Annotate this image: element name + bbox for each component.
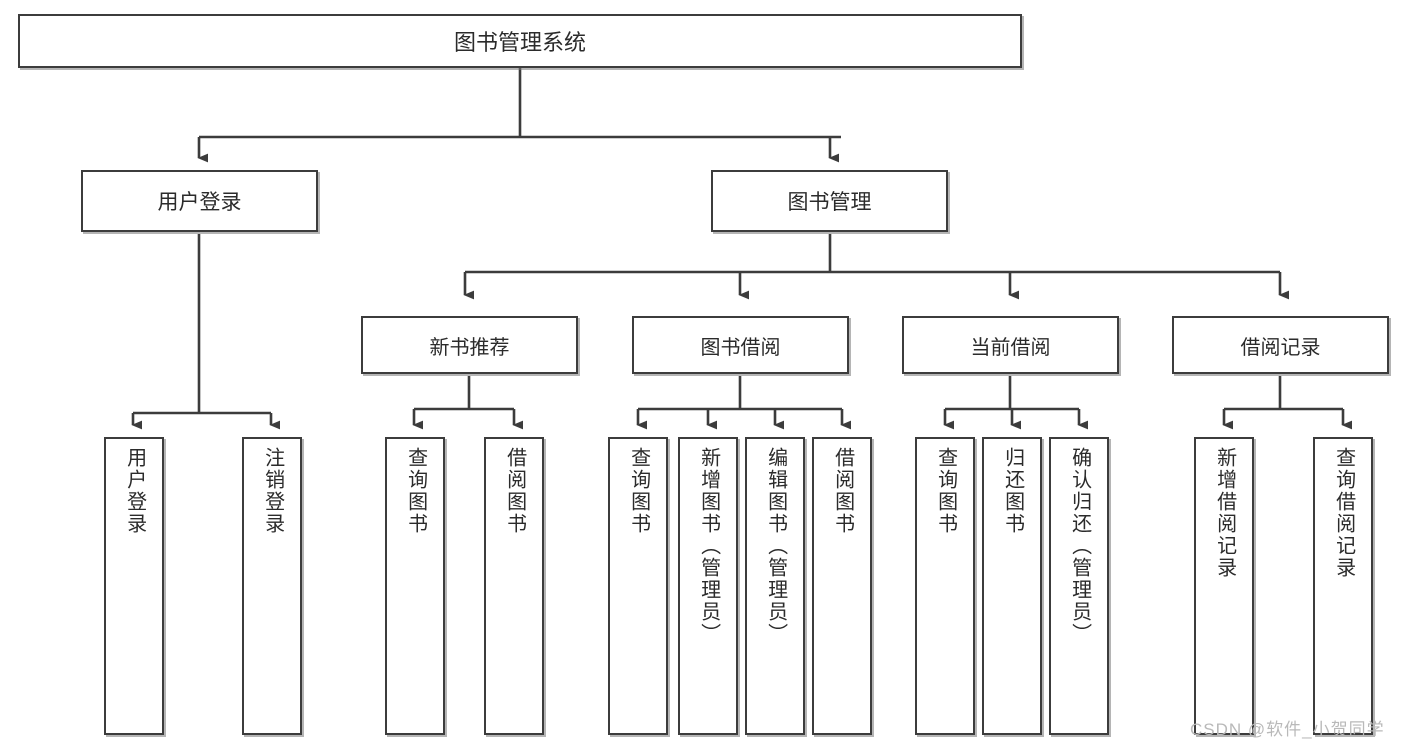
node-root-system[interactable]: 图书管理系统 <box>18 14 1022 68</box>
leaf-label: 用户登录 <box>123 447 146 535</box>
node-label: 新书推荐 <box>429 336 510 359</box>
leaf-label: 借阅图书 <box>503 447 526 535</box>
node-label: 用户登录 <box>157 191 242 214</box>
node-label: 借阅记录 <box>1240 336 1321 359</box>
leaf-add-book-admin[interactable]: 新增图书（管理员） <box>678 437 738 735</box>
node-label: 图书管理系统 <box>453 30 586 55</box>
leaf-edit-book-admin[interactable]: 编辑图书（管理员） <box>745 437 805 735</box>
leaf-new-book-borrow[interactable]: 借阅图书 <box>484 437 544 735</box>
node-label: 图书管理 <box>787 191 872 214</box>
leaf-label: 归还图书 <box>1001 447 1024 535</box>
leaf-label: 查询图书 <box>627 447 650 535</box>
leaf-user-logout[interactable]: 注销登录 <box>242 437 302 735</box>
leaf-label: 借阅图书 <box>831 447 854 535</box>
node-current-borrow[interactable]: 当前借阅 <box>902 316 1119 374</box>
leaf-borrow-query-book[interactable]: 查询图书 <box>608 437 668 735</box>
leaf-label: 查询图书 <box>934 447 957 535</box>
node-new-book-recommend[interactable]: 新书推荐 <box>361 316 578 374</box>
node-book-management[interactable]: 图书管理 <box>711 170 948 232</box>
leaf-label: 注销登录 <box>261 447 284 535</box>
leaf-label: 查询借阅记录 <box>1332 447 1355 579</box>
leaf-label: 编辑图书（管理员） <box>764 447 787 645</box>
leaf-label: 查询图书 <box>404 447 427 535</box>
leaf-label: 新增图书（管理员） <box>697 447 720 645</box>
leaf-add-borrow-record[interactable]: 新增借阅记录 <box>1194 437 1254 735</box>
node-user-login[interactable]: 用户登录 <box>81 170 318 232</box>
node-borrow-record[interactable]: 借阅记录 <box>1172 316 1389 374</box>
node-book-borrow[interactable]: 图书借阅 <box>632 316 849 374</box>
leaf-user-login[interactable]: 用户登录 <box>104 437 164 735</box>
leaf-confirm-return-admin[interactable]: 确认归还（管理员） <box>1049 437 1109 735</box>
node-label: 图书借阅 <box>700 336 781 359</box>
node-label: 当前借阅 <box>970 336 1051 359</box>
leaf-new-book-query[interactable]: 查询图书 <box>385 437 445 735</box>
leaf-return-book[interactable]: 归还图书 <box>982 437 1042 735</box>
leaf-label: 确认归还（管理员） <box>1068 447 1091 645</box>
leaf-borrow-book[interactable]: 借阅图书 <box>812 437 872 735</box>
leaf-query-borrow-record[interactable]: 查询借阅记录 <box>1313 437 1373 735</box>
leaf-current-query-book[interactable]: 查询图书 <box>915 437 975 735</box>
watermark: CSDN @软件_小贺同学 <box>1190 720 1385 739</box>
leaf-label: 新增借阅记录 <box>1213 447 1236 579</box>
